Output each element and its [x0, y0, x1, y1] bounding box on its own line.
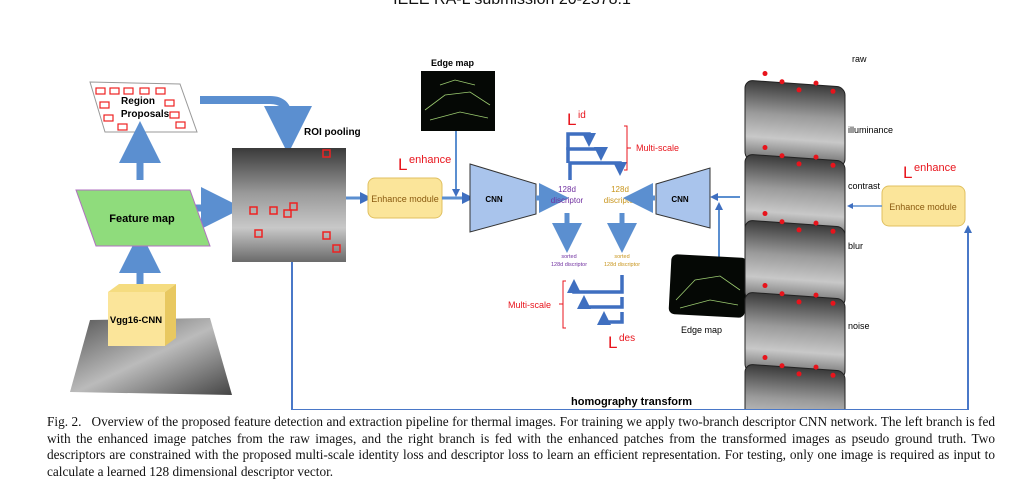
keypoint-marker [830, 88, 836, 94]
keypoint-marker [779, 363, 785, 369]
enhance-module-label: Enhance module [889, 202, 957, 212]
stack-label-raw: raw [852, 54, 867, 64]
l-id-label: L id [567, 110, 586, 129]
enhance-module-left: Enhance module [367, 177, 443, 219]
edge-map-bottom-label: Edge map [681, 325, 722, 335]
caption-text: Overview of the proposed feature detecti… [47, 414, 996, 479]
sorted-left-label-2: 128d discriptor [551, 262, 587, 268]
cnn-left: CNN [469, 163, 537, 233]
homography-transform-label: homography transform [571, 396, 692, 408]
figure-number: Fig. 2. [47, 414, 82, 429]
descriptor-left-label: 128d [558, 185, 576, 194]
roi-boxes [249, 149, 341, 253]
vgg16-label: Vgg16-CNN [110, 315, 162, 326]
homography-transform-line [291, 225, 972, 410]
l-enhance-left-label: L enhance [398, 154, 451, 174]
multi-scale-bracket-top [624, 125, 631, 171]
arrow-proposals-to-roi [200, 96, 312, 154]
keypoint-marker [813, 80, 819, 86]
keypoint-marker [779, 79, 785, 85]
loss-symbol: L [903, 163, 912, 182]
keypoint-marker [779, 219, 785, 225]
keypoint-marker [830, 162, 836, 168]
sorted-left-label: sorted [561, 254, 576, 260]
keypoint-marker [813, 154, 819, 160]
roi-pooling-label: ROI pooling [304, 127, 361, 138]
stack-label-blur: blur [848, 241, 863, 251]
vgg16-cnn-block: Vgg16-CNN [108, 284, 176, 346]
keypoint-marker [762, 283, 768, 289]
multi-scale-bottom-label: Multi-scale [508, 300, 551, 310]
region-proposals: Region Proposals [89, 81, 198, 133]
keypoint-marker [796, 161, 802, 167]
edge-map-bottom-image [668, 254, 748, 318]
keypoint-marker [796, 87, 802, 93]
stack-label-illuminance: illuminance [848, 125, 893, 135]
keypoint-marker [779, 291, 785, 297]
keypoint-marker [813, 220, 819, 226]
proposal-boxes [95, 87, 186, 131]
keypoint-marker [779, 153, 785, 159]
figure-caption: Fig. 2.Overview of the proposed feature … [47, 414, 995, 480]
edge-map-top-image [421, 71, 495, 131]
keypoint-marker [813, 364, 819, 370]
keypoint-marker [830, 372, 836, 378]
enhance-module-label: Enhance module [371, 194, 439, 204]
loss-subscript: id [578, 110, 586, 121]
keypoint-marker [796, 227, 802, 233]
multi-scale-des-arrows [567, 275, 624, 325]
l-enhance-right-label: L enhance [903, 162, 956, 182]
feature-map-label: Feature map [109, 213, 175, 225]
page-header: IEEE RA-L submission 20-2378.1 [0, 0, 1024, 9]
multi-scale-id-arrows [566, 132, 627, 180]
l-des-label: L des [608, 333, 635, 352]
descriptor-right-label: 128d [611, 185, 629, 194]
multi-scale-top-label: Multi-scale [636, 143, 679, 153]
keypoint-marker [762, 145, 768, 151]
edge-map-top-label: Edge map [431, 58, 475, 68]
loss-subscript: enhance [409, 154, 451, 166]
keypoint-marker [830, 228, 836, 234]
loss-subscript: enhance [914, 162, 956, 174]
feature-map: Feature map [75, 189, 211, 247]
pipeline-figure: Region Proposals Feature map Vgg16-CNN R… [70, 54, 972, 410]
descriptor-left-label-2: discriptor [551, 196, 584, 205]
stack-image-raw [744, 80, 846, 168]
keypoint-marker [762, 71, 768, 77]
cnn-label: CNN [485, 195, 503, 204]
keypoint-marker [762, 355, 768, 361]
stack-image-noise [744, 364, 846, 410]
keypoint-marker [796, 299, 802, 305]
keypoint-marker [830, 300, 836, 306]
sorted-right-label: sorted [614, 254, 629, 260]
region-proposals-label: Region [121, 96, 155, 107]
roi-pooled-image [232, 148, 346, 262]
transformed-image-stack: raw illuminance contrast blur noise [744, 54, 893, 410]
keypoint-marker [762, 211, 768, 217]
keypoint-marker [796, 371, 802, 377]
loss-symbol: L [398, 155, 407, 174]
stack-label-contrast: contrast [848, 181, 881, 191]
stack-label-noise: noise [848, 321, 870, 331]
cnn-label: CNN [671, 195, 689, 204]
enhance-module-right: Enhance module [881, 185, 966, 227]
cnn-right: CNN [655, 167, 711, 229]
loss-subscript: des [619, 333, 635, 344]
sorted-right-label-2: 128d discriptor [604, 262, 640, 268]
loss-symbol: L [567, 110, 576, 129]
loss-symbol: L [608, 333, 617, 352]
region-proposals-label-2: Proposals [121, 109, 170, 120]
multi-scale-bracket-bottom [559, 280, 566, 329]
descriptor-right-label-2: discriptor [604, 196, 637, 205]
keypoint-marker [813, 292, 819, 298]
